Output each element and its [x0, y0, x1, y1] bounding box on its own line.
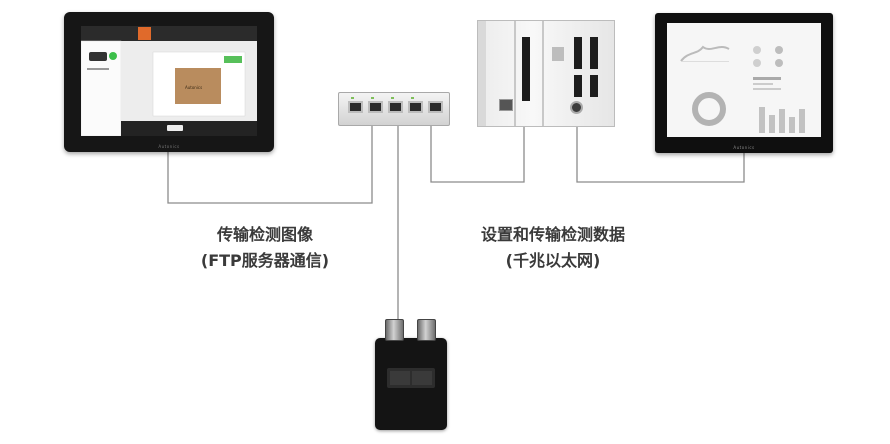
switch-led [351, 97, 354, 99]
plc-connector [570, 101, 583, 114]
panel-screen [667, 23, 821, 137]
switch-port [348, 101, 363, 113]
panel-dashboard [680, 45, 805, 133]
switch-port [408, 101, 423, 113]
caption-ftp-line2: (FTP服务器通信) [200, 251, 330, 270]
switch-led [411, 97, 414, 99]
hmi-tablet: Autonics Autonics [64, 12, 274, 152]
plc-ethernet-port [499, 99, 513, 111]
tablet-screen-content: Autonics [81, 26, 257, 136]
caption-ftp-line1: 传输检测图像 [216, 225, 313, 244]
plc-controller [477, 20, 615, 127]
ftp-line [167, 124, 373, 204]
switch-led [371, 97, 374, 99]
plc-body [478, 21, 598, 126]
ethernet-switch [338, 92, 450, 126]
camera-lens-half [390, 371, 410, 385]
switch-led [391, 97, 394, 99]
camera-lens [387, 368, 435, 388]
caption-ftp: 传输检测图像 (FTP服务器通信) [190, 222, 340, 274]
vision-sensor-camera [375, 319, 447, 430]
camera-connector-left [385, 319, 404, 341]
gp-panel: Autonics [655, 13, 833, 153]
camera-connector-right [417, 319, 436, 341]
camera-lens-half [412, 371, 432, 385]
switch-port [368, 101, 383, 113]
panel-brand: Autonics [733, 145, 755, 150]
caption-ethernet: 设置和传输检测数据 (千兆以太网) [458, 222, 648, 274]
tablet-screen: Autonics [81, 26, 257, 136]
ethernet-line-plc [430, 124, 525, 183]
tablet-brand: Autonics [158, 144, 180, 149]
ethernet-line-panel [576, 124, 745, 183]
switch-port [428, 101, 443, 113]
switch-port [388, 101, 403, 113]
tablet-box-text: Autonics [185, 85, 202, 90]
caption-ethernet-line1: 设置和传输检测数据 [480, 225, 625, 244]
caption-ethernet-line2: (千兆以太网) [505, 251, 601, 270]
